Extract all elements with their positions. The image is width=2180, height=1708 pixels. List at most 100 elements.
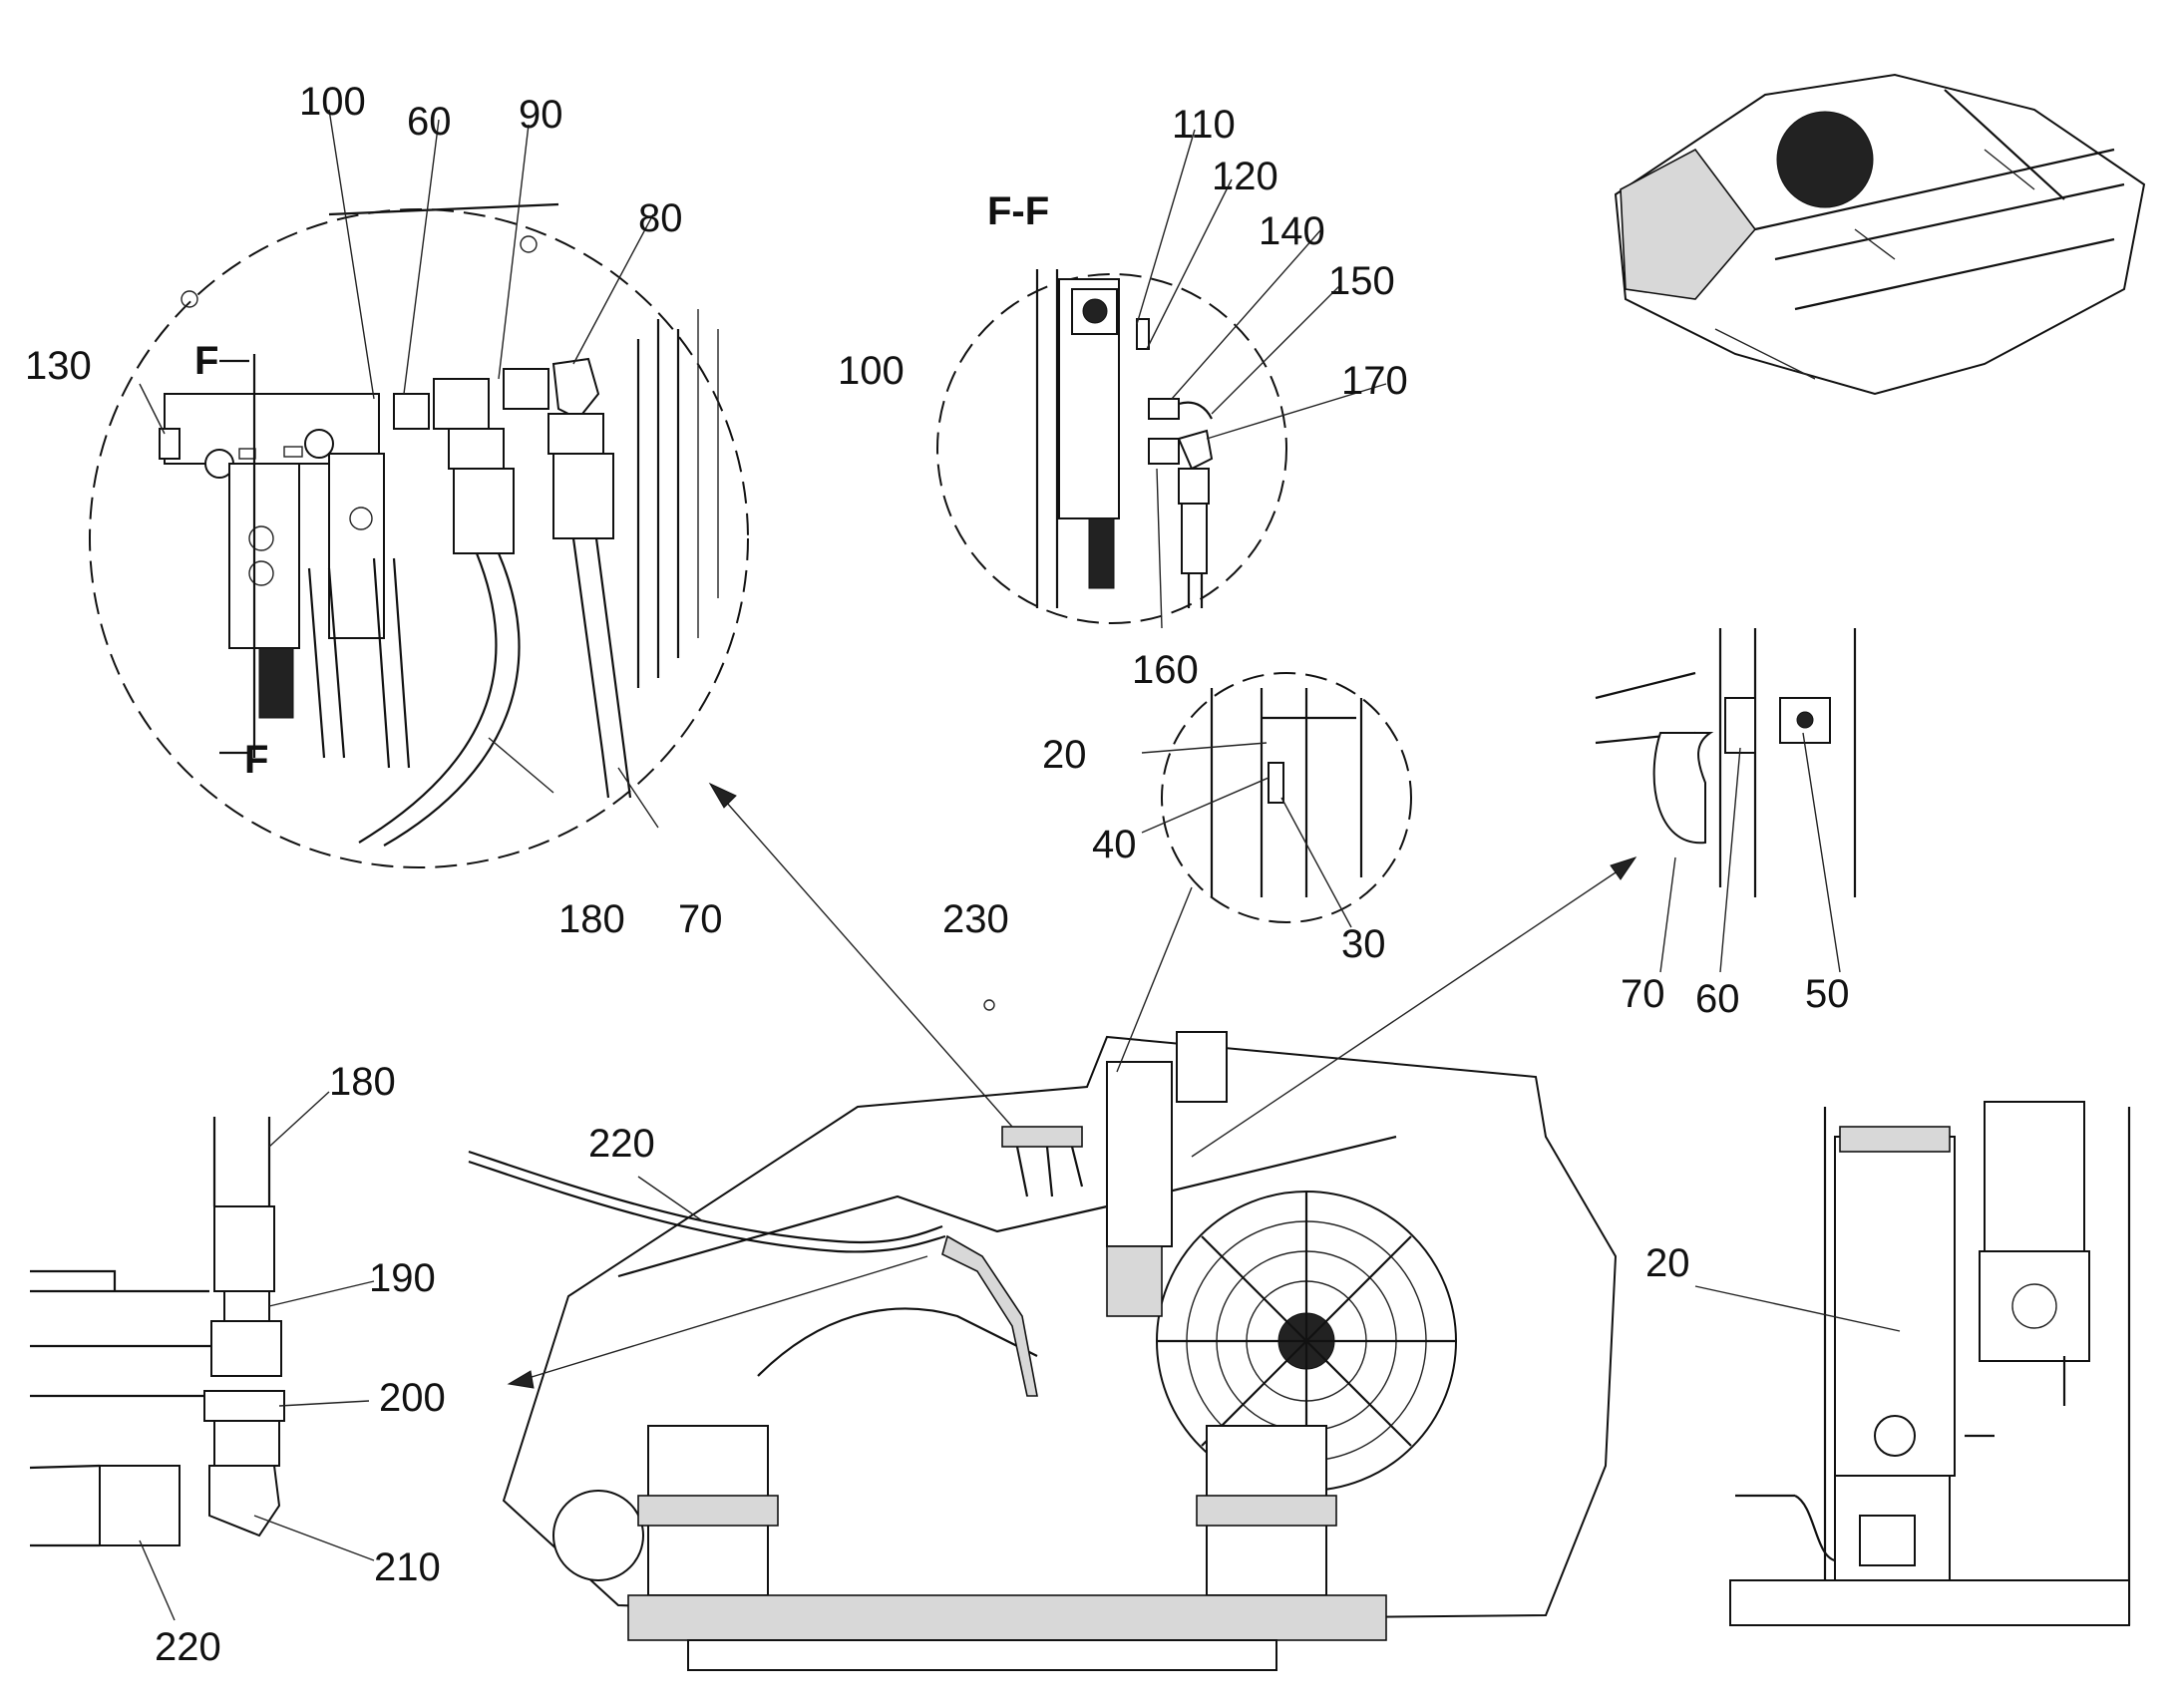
label-100: 100 — [299, 80, 366, 124]
swivel-nut — [213, 1420, 280, 1467]
block-leg — [328, 453, 385, 639]
hose-70-loop — [1652, 732, 1714, 845]
hose-70-edge — [594, 537, 632, 799]
fitting-ring — [248, 525, 274, 551]
detail-circle-3 — [1161, 672, 1412, 923]
reservoir-cap — [1839, 1126, 1951, 1153]
section-arrows — [219, 359, 249, 755]
fitting-140 — [1148, 398, 1180, 420]
label-210: 210 — [374, 1545, 441, 1589]
arrow-head-1 — [708, 782, 737, 809]
elbow-170 — [1177, 429, 1214, 471]
detail-view-hose-coupling: 180 190 200 210 220 — [29, 1060, 446, 1669]
sensor-40 — [1268, 762, 1284, 804]
label-50: 50 — [1805, 972, 1850, 1016]
fitting-nut — [503, 368, 549, 410]
body-panels — [617, 1135, 1397, 1377]
leader-lines-ff — [1136, 129, 1387, 629]
sensor-plate-lines — [1210, 688, 1363, 897]
bulkhead-nut — [210, 1320, 282, 1377]
label-150: 150 — [1328, 259, 1395, 303]
iso-frame-rails — [1754, 89, 2125, 311]
fitting-160 — [1148, 438, 1180, 465]
label-60: 60 — [407, 100, 452, 144]
arrow-to-detail-5 — [518, 1255, 928, 1382]
distributor-lines — [1015, 1146, 1084, 1197]
arrow-to-detail-1 — [717, 792, 1013, 1128]
fitting-ring — [349, 507, 373, 530]
arrow-head-5 — [507, 1370, 535, 1389]
line-150 — [1178, 401, 1213, 420]
label-70: 70 — [678, 897, 723, 941]
iso-details — [1714, 149, 2035, 380]
label-20-unit: 20 — [1645, 1241, 1690, 1285]
hose-70 — [571, 537, 610, 799]
bracket-lines — [30, 1269, 219, 1398]
pump-motor — [1176, 1031, 1228, 1103]
leader-lines-sensor — [1141, 742, 1352, 928]
hose-220-edge — [468, 1160, 946, 1253]
fitting-60 — [393, 393, 430, 430]
hub-flange-right — [1196, 1495, 1337, 1527]
label-60-pump: 60 — [1695, 977, 1740, 1021]
distributor-on-machine — [1001, 1126, 1083, 1148]
gearbox-cover — [2011, 1283, 2057, 1329]
pump-motor-housing — [1984, 1101, 2085, 1252]
part-230 — [983, 999, 995, 1011]
axle-beam — [627, 1594, 1387, 1641]
label-f-top: F — [194, 339, 218, 383]
hose-220-detail — [29, 1464, 101, 1547]
detail-circle-ff — [936, 273, 1287, 624]
axle-underside — [687, 1639, 1277, 1671]
label-20-sensor: 20 — [1042, 733, 1087, 777]
label-220-coupling: 220 — [155, 1625, 221, 1669]
pump-gearbox — [1979, 1250, 2090, 1362]
plug — [304, 429, 334, 459]
leader-lines-pump — [1659, 732, 1841, 973]
lube-pump-unit — [1106, 1061, 1173, 1247]
small-lines — [307, 557, 411, 769]
pivot-wheel — [552, 1490, 644, 1581]
leader-220 — [637, 1176, 704, 1222]
detail-view-valve-block: 100 60 90 80 130 F F 180 70 — [25, 80, 749, 941]
hose-crimp-220 — [99, 1465, 181, 1546]
label-130: 130 — [25, 344, 92, 388]
section-view-f-f: F-F 110 120 140 150 170 100 160 — [838, 103, 1408, 692]
leader-lines-detail-1 — [139, 109, 659, 829]
detail-view-sensor: 20 40 30 — [1042, 672, 1412, 966]
fan-spokes — [1157, 1192, 1456, 1491]
detail-circle-1 — [89, 208, 749, 868]
label-180: 180 — [558, 897, 625, 941]
label-90: 90 — [519, 93, 563, 137]
block-leg — [228, 463, 300, 649]
block-end-130 — [159, 428, 181, 460]
label-160: 160 — [1132, 648, 1199, 692]
fitting-90-tee — [433, 378, 490, 430]
pressure-gauge — [1874, 1415, 1916, 1457]
outlet-hose-unit — [1735, 1494, 1836, 1562]
hose-end-nut — [448, 428, 505, 470]
label-80: 80 — [638, 196, 683, 240]
label-110: 110 — [1172, 103, 1236, 147]
label-220-main: 220 — [588, 1122, 655, 1166]
mount-plate-edge — [697, 309, 719, 638]
elbow-80 — [551, 357, 600, 421]
arrow-head-4 — [1610, 856, 1637, 880]
hose-crimp-180 — [213, 1205, 275, 1292]
base-plate — [1859, 1515, 1916, 1566]
main-machine-side-view: 230 220 — [468, 782, 1637, 1671]
label-170: 170 — [1341, 359, 1408, 403]
wall-plate — [1035, 269, 1059, 608]
marking — [283, 446, 303, 458]
leader-20-unit — [1694, 1285, 1901, 1332]
hose-end-nut — [547, 413, 604, 455]
bolt-hole — [520, 235, 538, 253]
hose-220 — [468, 1150, 943, 1244]
bolt-hole — [181, 290, 198, 308]
fitting-120 — [1136, 318, 1150, 350]
hose-crimp-ff — [1181, 503, 1208, 574]
pump-housing-lines — [1718, 628, 1857, 897]
adapter-190 — [223, 1290, 270, 1322]
